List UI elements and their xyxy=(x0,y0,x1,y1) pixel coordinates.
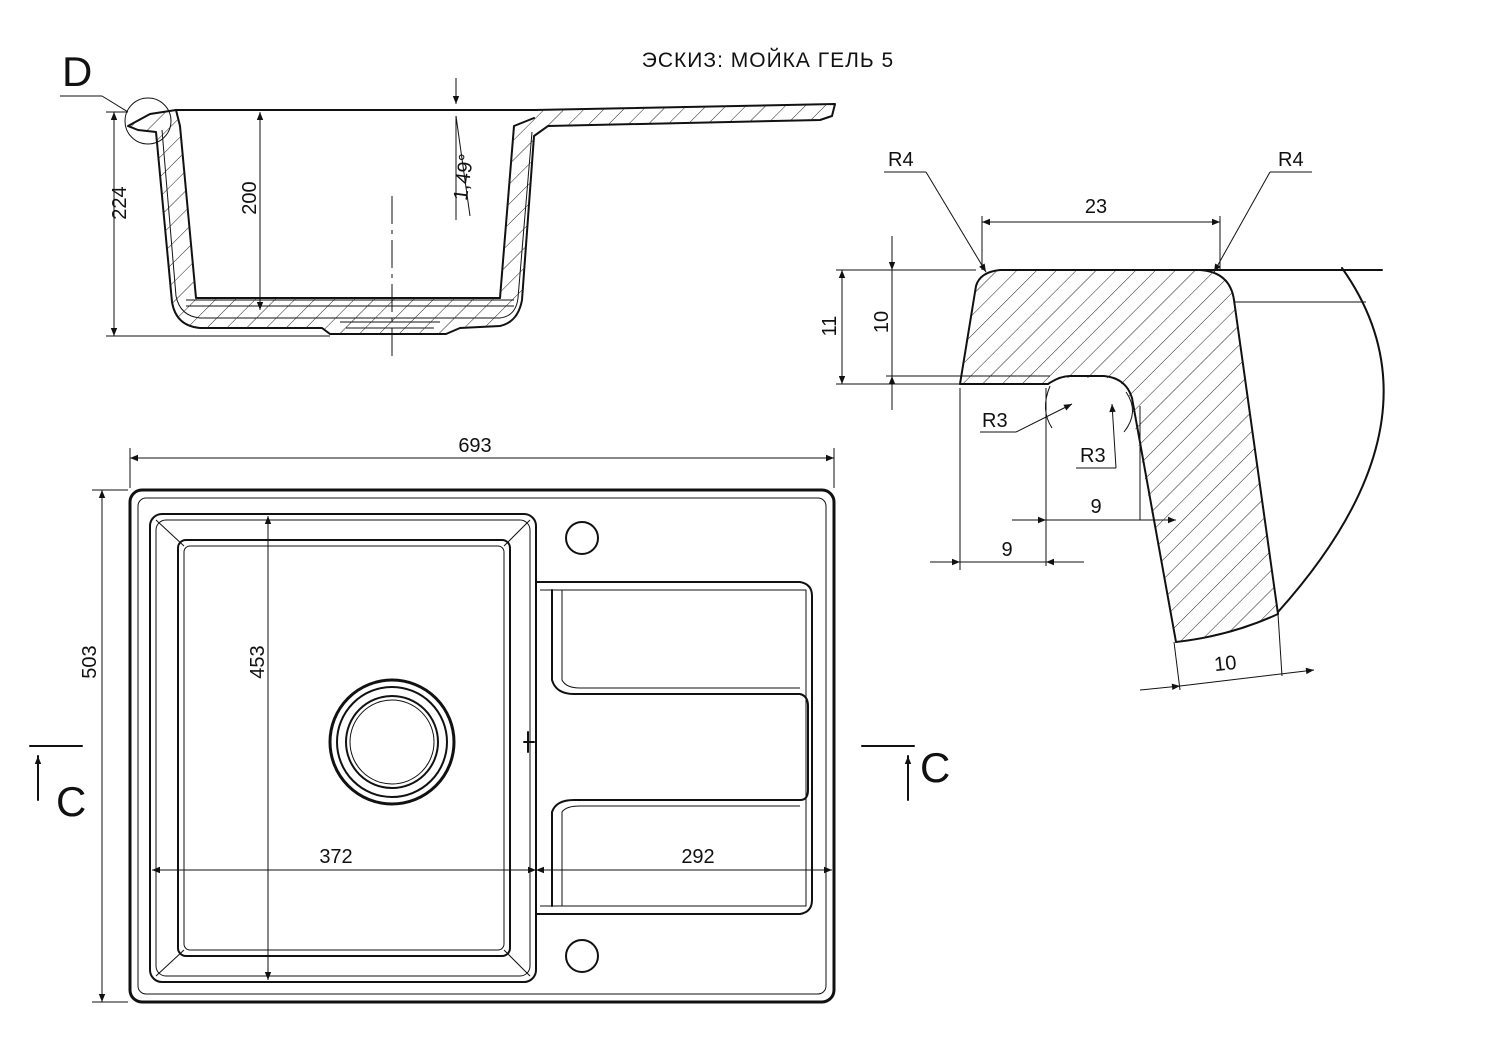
drain-hole xyxy=(328,678,456,806)
svg-text:C: C xyxy=(56,778,86,825)
dim-gap-upper: 9 xyxy=(1090,496,1101,518)
dim-overall-height: 503 xyxy=(79,645,101,678)
detail-boundary-arc xyxy=(1277,267,1385,613)
tap-hole-bottom xyxy=(565,939,599,973)
dim-depth-outer: 224 xyxy=(109,186,131,219)
rim-hatch xyxy=(960,270,1278,642)
sink-section-profile: D 224 200 1,49° xyxy=(60,48,836,360)
detail-d-circle xyxy=(124,97,172,145)
dim-bowl-length: 453 xyxy=(247,645,269,678)
radius-top-left: R4 xyxy=(888,149,914,171)
radius-inner-left: R3 xyxy=(982,410,1008,432)
dim-rim-width: 23 xyxy=(1085,196,1107,218)
dim-drainboard-width: 292 xyxy=(681,846,714,868)
sink-bowl xyxy=(149,513,537,983)
sink-outline xyxy=(128,488,836,1004)
svg-text:C: C xyxy=(920,744,950,791)
dim-overall-width: 693 xyxy=(458,435,491,457)
section-mark-right: C xyxy=(861,744,950,801)
dim-depth-inner: 200 xyxy=(239,181,261,214)
section-mark-left: C xyxy=(29,745,86,825)
sink-plan-view: 693 503 453 372 292 C C xyxy=(29,435,950,1004)
detail-d-label: D xyxy=(62,48,92,95)
dim-wall-thickness: 10 xyxy=(1213,652,1237,676)
dim-draft-angle: 1,49° xyxy=(450,152,478,202)
tap-hole-top xyxy=(565,521,599,555)
overflow-mark xyxy=(523,731,535,753)
drawing-title: ЭСКИЗ: МОЙКА ГЕЛЬ 5 xyxy=(642,48,894,72)
radius-inner-right: R3 xyxy=(1080,445,1106,467)
drainboard xyxy=(535,581,813,915)
dim-height-outer: 11 xyxy=(819,316,841,337)
dim-bowl-width: 372 xyxy=(319,846,352,868)
radius-top-right: R4 xyxy=(1278,149,1304,171)
dim-gap-lower: 9 xyxy=(1001,539,1012,561)
dim-height-inner: 10 xyxy=(871,311,893,333)
detail-d-view: 23 R4 R4 11 10 R3 R3 9 xyxy=(819,149,1385,691)
